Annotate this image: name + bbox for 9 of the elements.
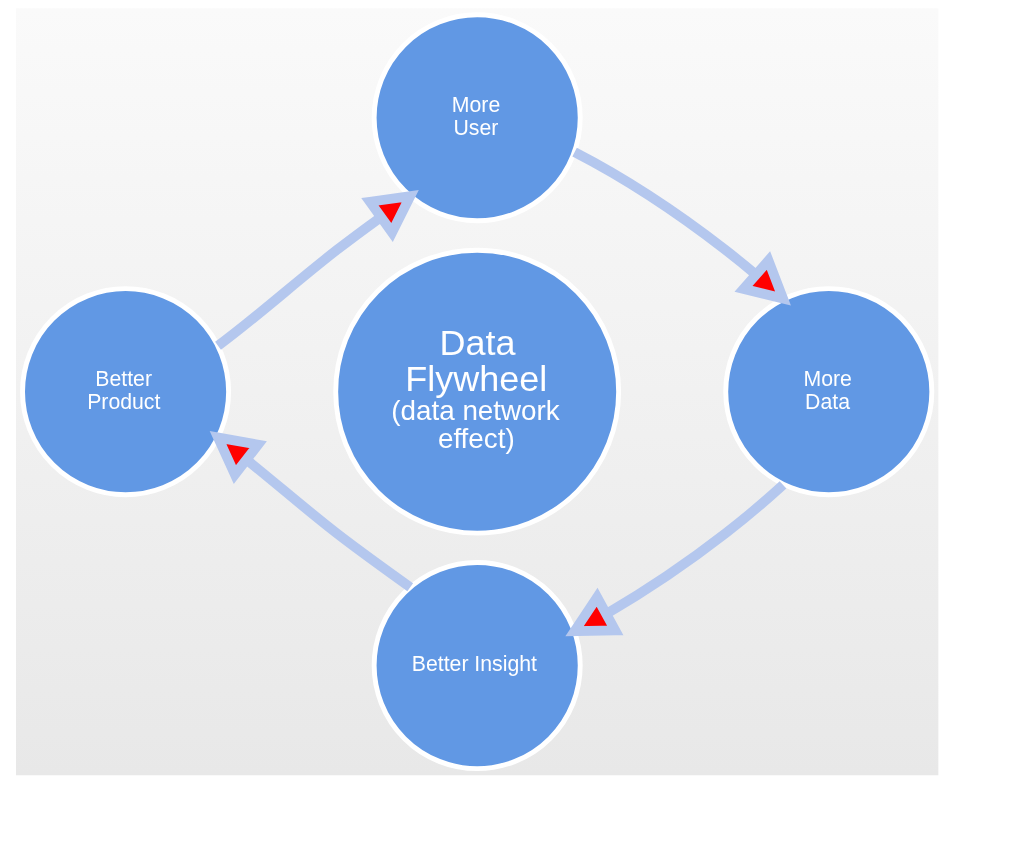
node-circle: Better Insight bbox=[371, 560, 583, 772]
node-circle: More Data bbox=[722, 286, 934, 498]
arrow bbox=[209, 431, 413, 592]
node-circle: More User bbox=[371, 12, 583, 224]
node-circle: Better Product bbox=[19, 286, 231, 498]
arrow bbox=[564, 481, 786, 637]
arrow bbox=[214, 189, 419, 350]
arrow bbox=[571, 147, 791, 306]
node-circle: Data Flywheel (data network effect) bbox=[332, 247, 621, 536]
